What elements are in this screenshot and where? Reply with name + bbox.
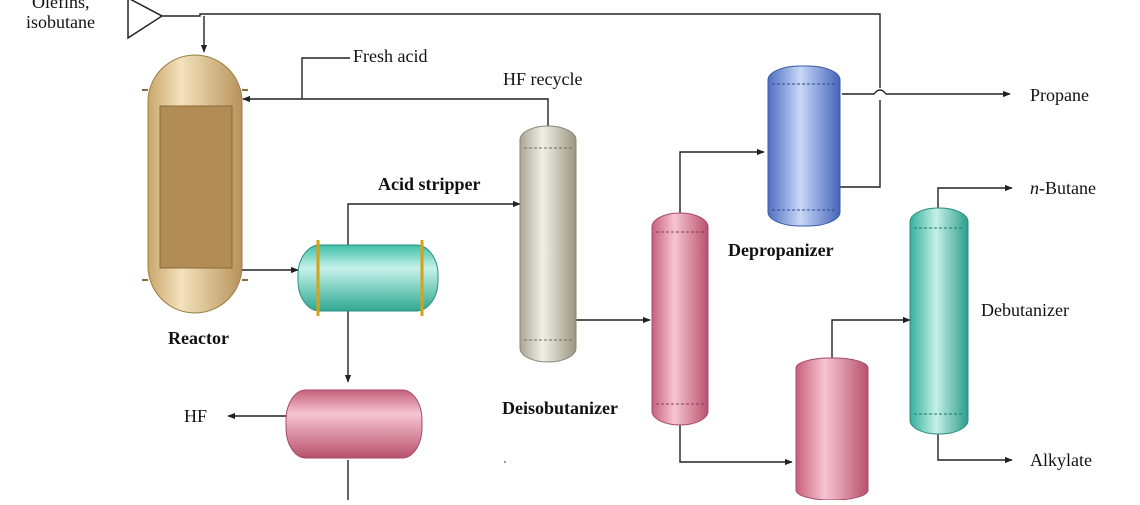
n-butane-suffix: -Butane — [1039, 178, 1096, 198]
drum-to-debutanizer-line — [831, 316, 911, 360]
hf-recycle-line — [242, 95, 549, 126]
hf-recycle-label: HF recycle — [503, 69, 583, 89]
feed-triangle-icon — [127, 0, 164, 40]
depropanizer-label: Depropanizer — [728, 240, 834, 260]
acid-stripper-column — [519, 125, 577, 363]
deisobutanizer-to-depropanizer-line — [679, 148, 765, 213]
piping — [162, 13, 1013, 500]
feed-label-line1: Olefins, — [32, 0, 90, 12]
alkylate-label: Alkylate — [1030, 450, 1092, 470]
reactor-label: Reactor — [168, 328, 229, 348]
debutanizer-feed-drum — [795, 357, 869, 501]
feed-label-line2: isobutane — [26, 12, 95, 32]
hf-label: HF — [184, 406, 208, 426]
fresh-acid-line — [301, 57, 350, 99]
deisobutanizer-label: Deisobutanizer — [502, 398, 618, 418]
acid-stripper-label: Acid stripper — [378, 174, 481, 194]
debutanizer-column — [909, 207, 969, 435]
deisobutanizer-bottom-line — [679, 425, 793, 466]
n-butane-prefix: n — [1030, 178, 1039, 198]
acid-settler-vessel — [297, 240, 439, 316]
settler-to-stripper-line — [347, 200, 521, 248]
hf-drum-vessel — [285, 389, 423, 459]
deisobutanizer-column — [651, 212, 709, 426]
propane-line — [842, 89, 1011, 98]
depropanizer-column — [767, 65, 841, 227]
n-butane-label: n-Butane — [1030, 178, 1096, 198]
feed-line — [162, 13, 881, 188]
alkylate-line — [937, 434, 1013, 464]
n-butane-line — [937, 184, 1013, 208]
reactor-vessel — [142, 54, 248, 314]
debutanizer-label: Debutanizer — [981, 300, 1069, 320]
propane-label: Propane — [1030, 85, 1089, 105]
fresh-acid-label: Fresh acid — [353, 46, 428, 66]
